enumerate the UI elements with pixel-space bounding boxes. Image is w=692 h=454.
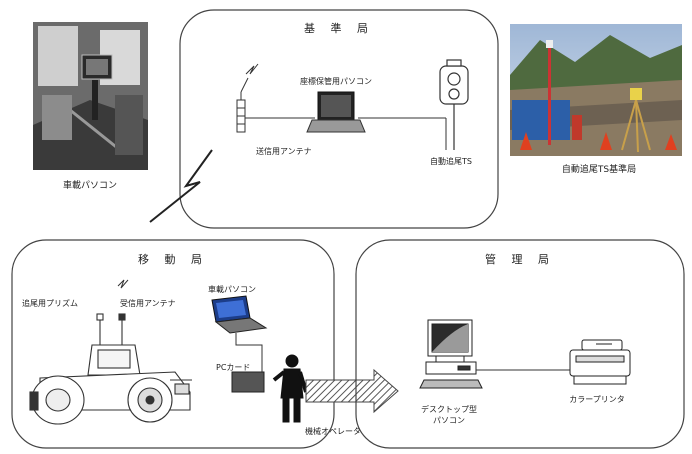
desktop-pc-label-2: パソコン [433,416,465,425]
radio-link-bolt-icon [149,149,213,223]
management-station-box [355,239,685,449]
pc-card-label: PCカード [216,363,250,372]
base-station-title: 基 準 局 [304,21,374,35]
mobile-car-pc-icon [211,295,268,334]
desktop-pc-label-1: デスクトップ型 [421,404,477,414]
mobile-station-box [11,239,335,449]
color-printer-icon [569,339,631,385]
tx-antenna-label: 送信用アンテナ [256,146,312,156]
photo-ts-base-caption: 自動追尾TS基準局 [562,163,636,175]
rx-antenna-label: 受信用アンテナ [120,298,176,308]
tracking-prism-label: 追尾用プリズム [22,298,78,308]
coord-pc-label: 座標保管用パソコン [300,76,372,86]
photo-car-pc [33,22,148,170]
rx-antenna-signal-icon [117,279,129,289]
desktop-pc-icon [419,319,483,389]
photo-ts-base [510,24,682,156]
mobile-station-title: 移 動 局 [138,252,208,266]
color-printer-label: カラープリンタ [569,395,625,404]
data-transfer-arrow [305,368,399,414]
auto-ts-icon [439,59,469,150]
auto-ts-label: 自動追尾TS [430,156,472,166]
coord-pc-icon [306,91,366,133]
operator-icon [272,354,308,423]
pc-card-icon [231,371,265,393]
management-station-title: 管 理 局 [485,252,555,266]
mobile-car-pc-label: 車載パソコン [208,284,256,294]
roller-machine-icon [29,313,192,425]
tx-antenna-icon [236,63,259,133]
base-station-box [179,9,499,229]
photo-car-pc-caption: 車載パソコン [63,179,117,191]
operator-label: 機械オペレータ [305,426,361,436]
